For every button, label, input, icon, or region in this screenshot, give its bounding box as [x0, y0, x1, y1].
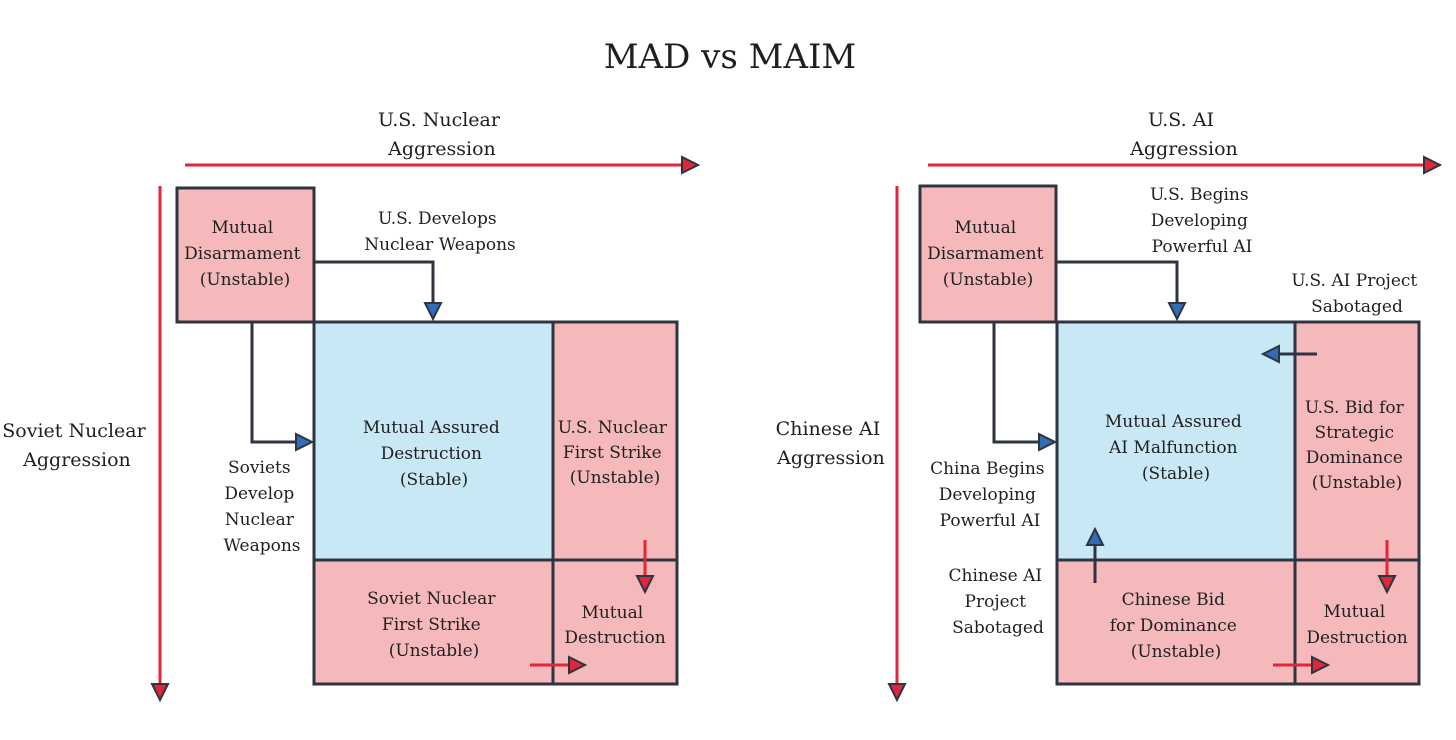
- maim-china-begins-arrow: [992, 322, 1053, 442]
- maim-us-begins-arrow: [1057, 260, 1177, 317]
- mad-x-axis-label: U.S. Nuclear Aggression: [378, 109, 506, 160]
- maim-cell-center-text: Mutual Assured AI Malfunction (Stable): [1105, 412, 1247, 484]
- maim-cell-bottom: [1055, 558, 1297, 686]
- mad-cell-bottom-text: Soviet Nuclear First Strike (Unstable): [367, 589, 501, 661]
- maim-cell-right-text: U.S. Bid for Strategic Dominance (Unstab…: [1305, 398, 1409, 493]
- mad-cell-disarmament-text: Mutual Disarmament (Unstable): [184, 218, 306, 290]
- maim-cn-sabotage-label: Chinese AI Project Sabotaged: [949, 566, 1048, 638]
- mad-soviets-develop-arrow: [250, 322, 310, 442]
- mad-y-axis-label: Soviet Nuclear Aggression: [2, 420, 151, 471]
- maim-china-begins-label: China Begins Developing Powerful AI: [930, 459, 1050, 531]
- mad-cell-right: [551, 320, 679, 562]
- maim-x-axis-label: U.S. AI Aggression: [1129, 109, 1238, 160]
- mad-cell-bottom: [312, 558, 555, 686]
- maim-us-begins-label: U.S. Begins Developing Powerful AI: [1150, 185, 1254, 257]
- mad-panel: U.S. Nuclear Aggression Soviet Nuclear A…: [2, 109, 696, 698]
- maim-cell-right: [1293, 320, 1421, 562]
- maim-cell-disarmament: [918, 184, 1058, 324]
- maim-panel: U.S. AI Aggression Chinese AI Aggression…: [776, 109, 1438, 698]
- mad-us-develops-arrow: [314, 260, 433, 317]
- mad-cell-center: [312, 320, 555, 562]
- mad-cell-corner-text: Mutual Destruction: [564, 603, 665, 648]
- mad-cell-right-text: U.S. Nuclear First Strike (Unstable): [558, 418, 673, 488]
- diagram-title: MAD vs MAIM: [604, 37, 857, 77]
- maim-cell-bottom-text: Chinese Bid for Dominance (Unstable): [1110, 590, 1243, 662]
- mad-us-develops-label: U.S. Develops Nuclear Weapons: [364, 209, 516, 255]
- maim-cell-disarmament-text: Mutual Disarmament (Unstable): [927, 218, 1049, 290]
- maim-y-axis-label: Chinese AI Aggression: [776, 418, 887, 469]
- maim-us-sabotage-label: U.S. AI Project Sabotaged: [1291, 271, 1422, 317]
- mad-soviets-develop-label: Soviets Develop Nuclear Weapons: [223, 458, 300, 556]
- mad-cell-disarmament: [175, 186, 316, 324]
- maim-cell-corner-text: Mutual Destruction: [1306, 602, 1407, 648]
- mad-cell-center-text: Mutual Assured Destruction (Stable): [363, 418, 505, 490]
